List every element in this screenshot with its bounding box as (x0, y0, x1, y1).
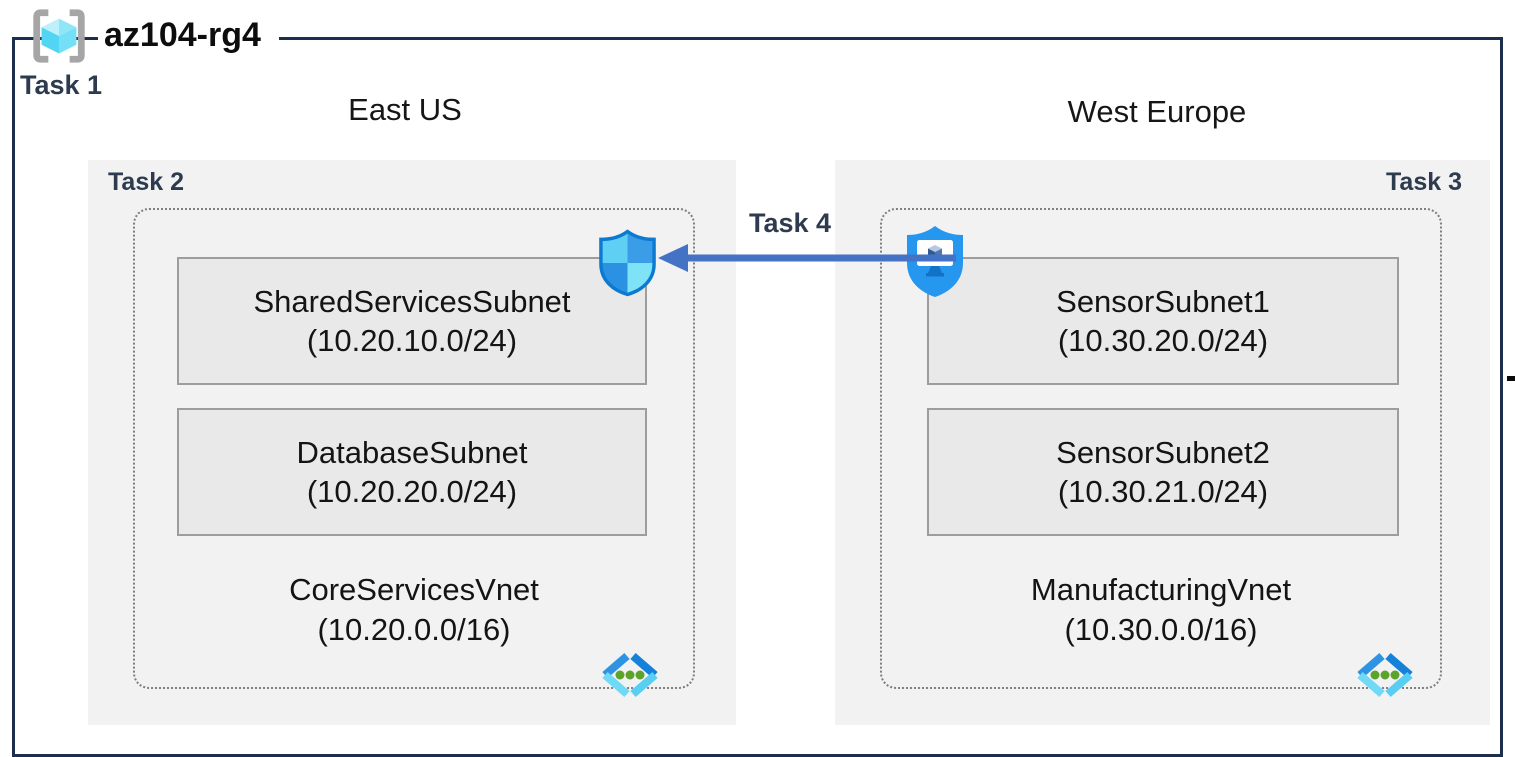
region-name-east-us: East US (348, 92, 462, 127)
subnet-database: DatabaseSubnet (10.20.20.0/24) (177, 408, 647, 536)
vnet-cidr: (10.20.0.0/16) (317, 612, 511, 647)
subnet-cidr: (10.30.21.0/24) (1057, 474, 1269, 509)
resource-group-frame (12, 37, 1503, 757)
vnet-name: ManufacturingVnet (1030, 572, 1292, 607)
subnet-cidr: (10.30.20.0/24) (1057, 323, 1269, 358)
subnet-cidr: (10.20.10.0/24) (306, 323, 518, 358)
subnet-sensor2: SensorSubnet2 (10.30.21.0/24) (927, 408, 1399, 536)
edge-tick-mark (1507, 376, 1515, 381)
task-2-label: Task 2 (108, 168, 184, 196)
subnet-name: DatabaseSubnet (296, 435, 528, 470)
task-3-label: Task 3 (1386, 168, 1462, 196)
subnet-sharedservices: SharedServicesSubnet (10.20.10.0/24) (177, 257, 647, 385)
vnet-boundary-manufacturing: SensorSubnet1 (10.30.20.0/24) SensorSubn… (880, 208, 1442, 698)
subnet-cidr: (10.20.20.0/24) (306, 474, 518, 509)
resource-group-title: az104-rg4 (98, 14, 279, 57)
region-name-west-europe: West Europe (1067, 94, 1247, 129)
virtual-network-icon (1352, 650, 1418, 705)
task-1-label: Task 1 (20, 70, 103, 100)
vnet-cidr: (10.30.0.0/16) (1064, 612, 1258, 647)
subnet-sensor1: SensorSubnet1 (10.30.20.0/24) (927, 257, 1399, 385)
region-east-us: Task 2 SharedServicesSubnet (10.20.10.0/… (88, 160, 736, 725)
vnet-label-coreservices: CoreServicesVnet (10.20.0.0/16) (135, 570, 693, 650)
region-west-europe: Task 3 SensorSubnet1 (10.30.20.0/24) Sen… (835, 160, 1490, 725)
task-4-label: Task 4 (748, 208, 832, 238)
resource-group-icon (28, 6, 90, 71)
virtual-network-icon (597, 650, 663, 705)
network-security-group-shield-icon (596, 228, 659, 303)
subnet-name: SharedServicesSubnet (253, 284, 571, 319)
peering-arrow (656, 238, 956, 283)
vnet-name: CoreServicesVnet (289, 572, 539, 607)
subnet-name: SensorSubnet1 (1056, 284, 1270, 319)
subnet-name: SensorSubnet2 (1056, 435, 1270, 470)
vnet-boundary-coreservices: SharedServicesSubnet (10.20.10.0/24) Dat… (133, 208, 695, 698)
vnet-label-manufacturing: ManufacturingVnet (10.30.0.0/16) (882, 570, 1440, 650)
